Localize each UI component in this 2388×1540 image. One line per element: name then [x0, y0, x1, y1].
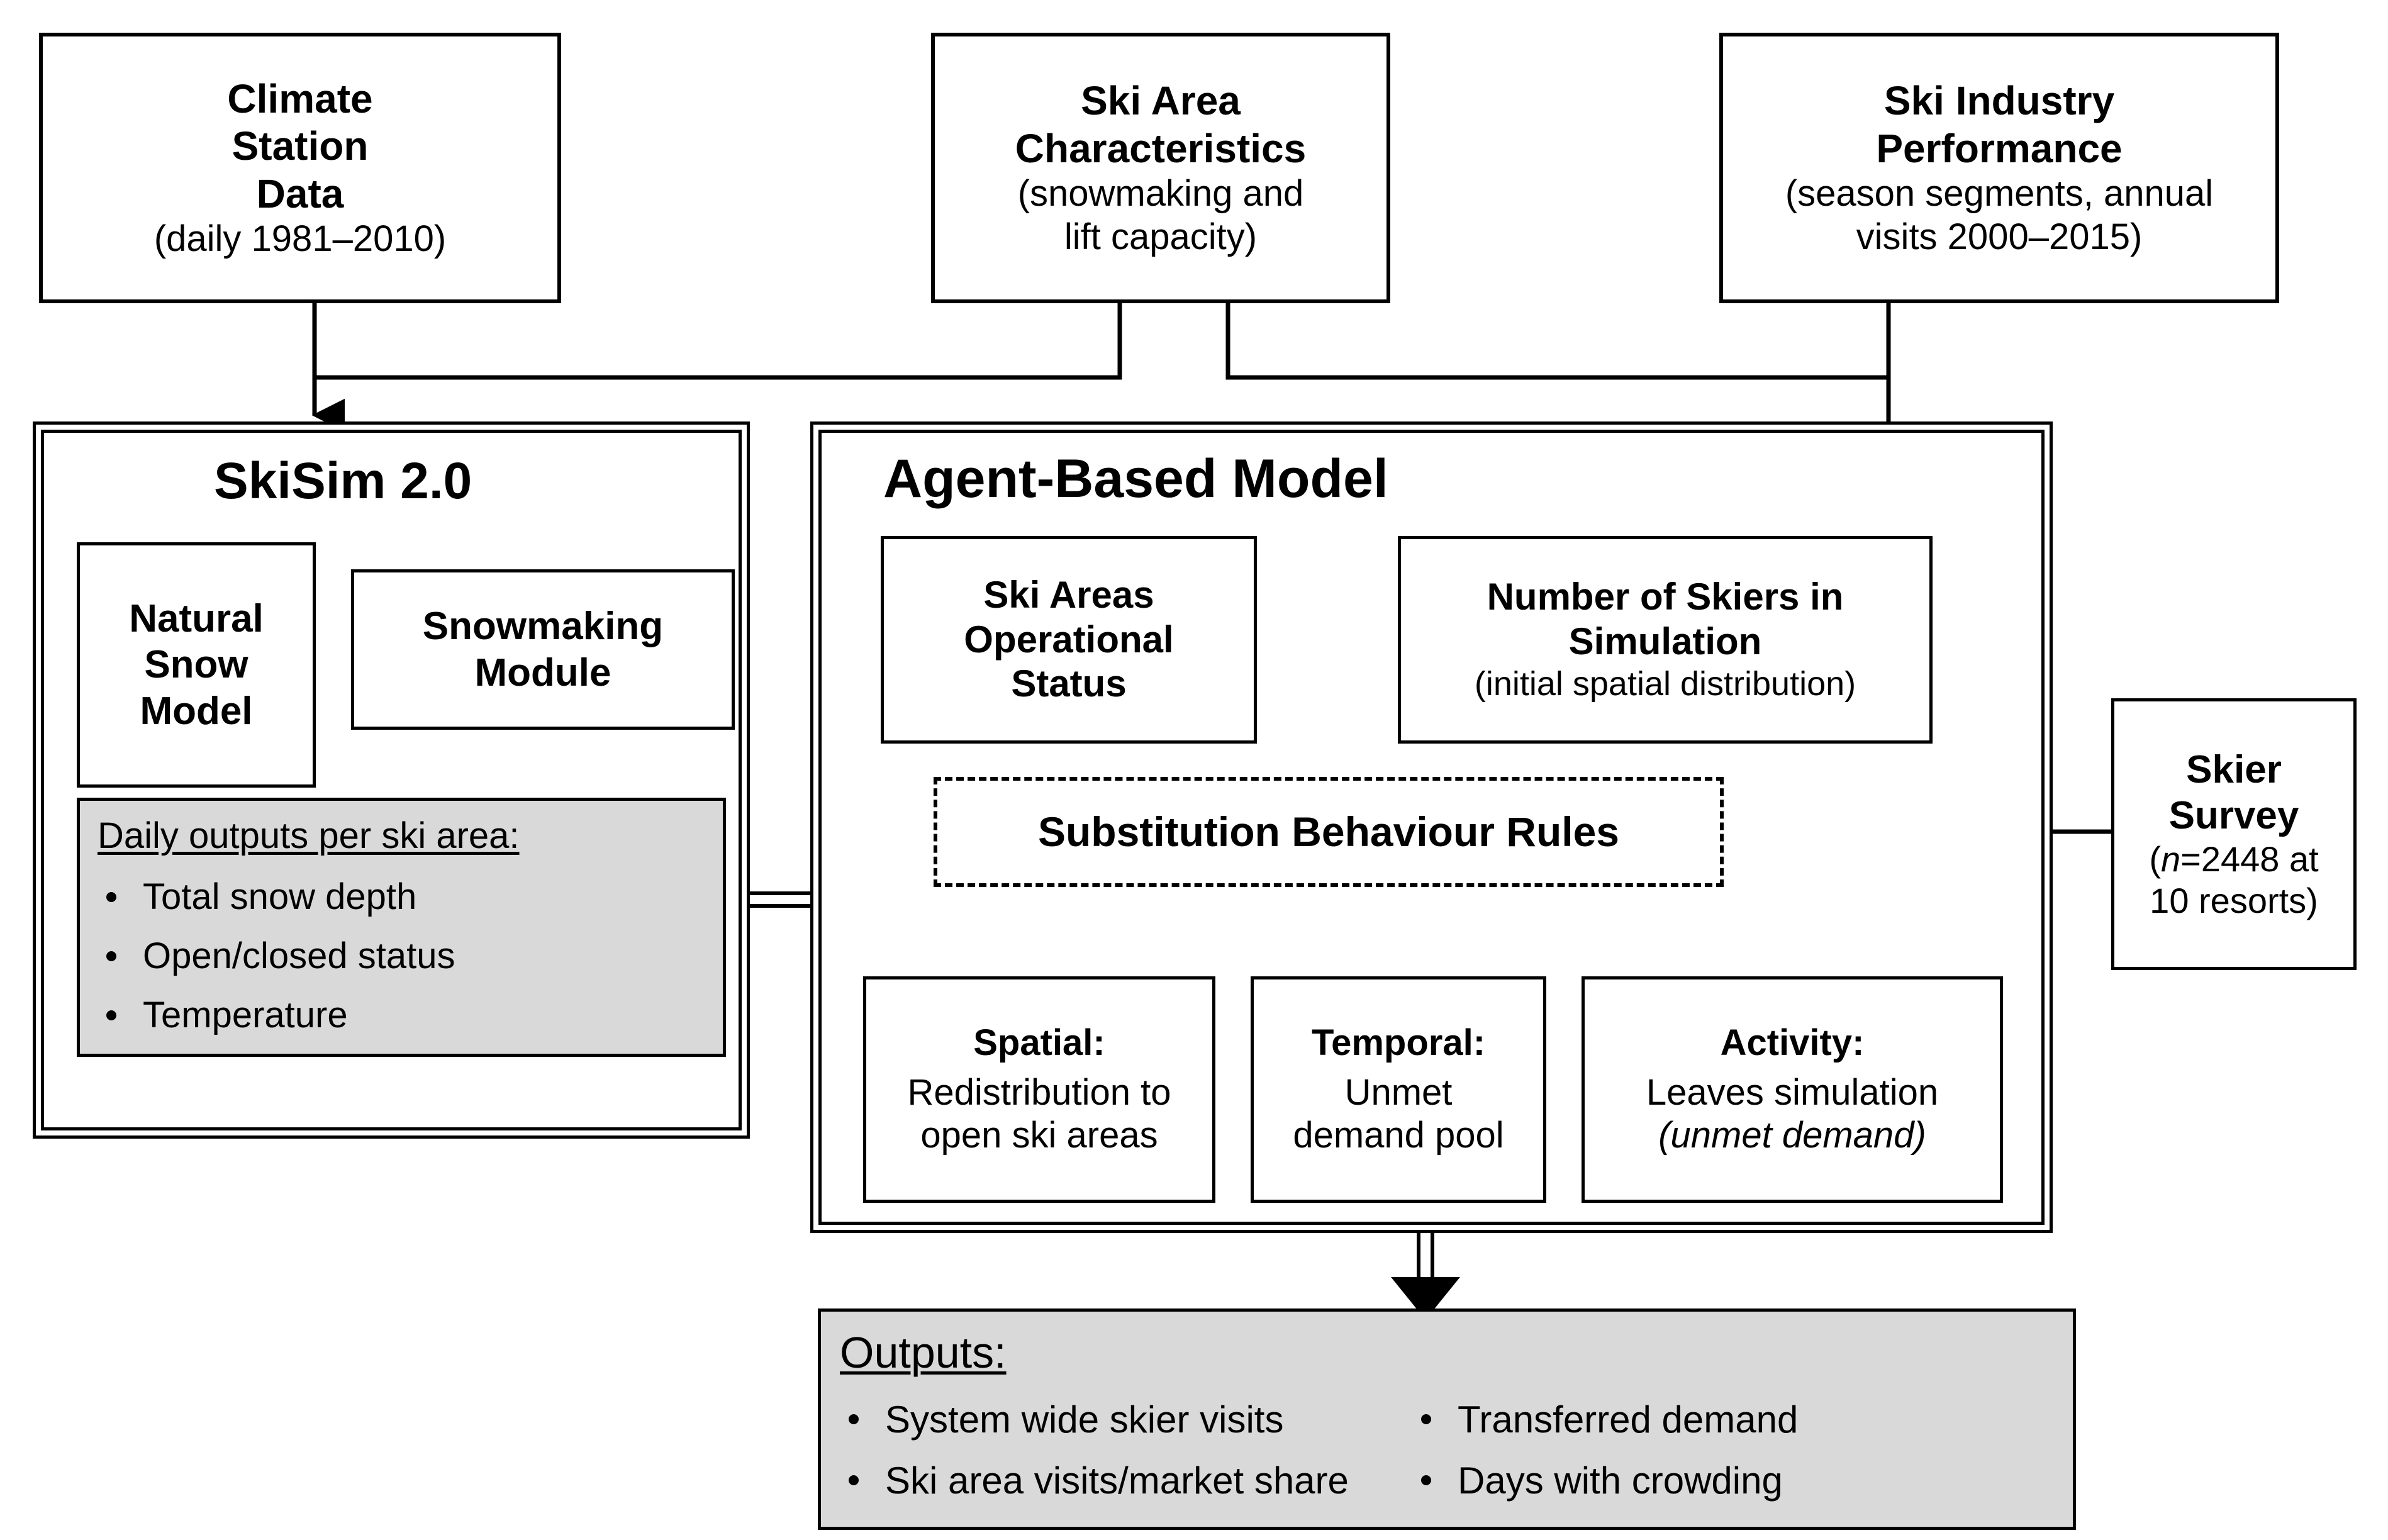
survey-subtitle-line1: (n=2448 at [2149, 839, 2318, 880]
temporal-body-line1: Unmet [1344, 1071, 1453, 1113]
spatial-body-line1: Redistribution to [907, 1071, 1171, 1113]
status-line2: Operational [964, 618, 1174, 661]
substitution-behaviour-rules-box[interactable]: Substitution Behaviour Rules [934, 777, 1724, 887]
outputs-box[interactable]: Outputs: System wide skier visits Ski ar… [818, 1308, 2076, 1530]
status-line1: Ski Areas [983, 573, 1154, 616]
survey-title-line2: Survey [2168, 793, 2299, 837]
wire-skiarea-to-abm [1225, 302, 1891, 428]
list-item: Total snow depth [98, 868, 455, 927]
status-line3: Status [1011, 662, 1127, 705]
survey-paren-open: ( [2149, 839, 2161, 879]
natural-snow-line1: Natural [129, 597, 264, 641]
natural-snow-model-box[interactable]: Natural Snow Model [77, 542, 316, 788]
activity-body-line1: Leaves simulation [1646, 1071, 1939, 1113]
ski-area-characteristics-box[interactable]: Ski Area Characteristics (snowmaking and… [931, 33, 1390, 303]
natural-snow-line3: Model [140, 689, 253, 733]
industry-subtitle-line1: (season segments, annual [1785, 173, 2214, 215]
outputs-columns: System wide skier visits Ski area visits… [840, 1389, 1798, 1511]
survey-n-value: =2448 at [2180, 839, 2319, 879]
industry-title-line1: Ski Industry [1883, 78, 2115, 124]
industry-subtitle-line2: visits 2000–2015) [1856, 216, 2143, 257]
ski-area-title-line1: Ski Area [1081, 78, 1241, 124]
list-item: Temperature [98, 986, 455, 1045]
skisim-panel-title: SkiSim 2.0 [214, 452, 472, 510]
survey-title-line1: Skier [2186, 747, 2282, 791]
rule-box-activity[interactable]: Activity: Leaves simulation (unmet deman… [1582, 976, 2003, 1203]
outputs-heading: Outputs: [840, 1328, 1007, 1377]
wire-skiarea-to-skisim [315, 302, 1122, 380]
list-item: Days with crowding [1412, 1450, 1798, 1511]
snowmaking-line2: Module [474, 650, 611, 695]
list-item: System wide skier visits [840, 1389, 1406, 1450]
ski-areas-operational-status-box[interactable]: Ski Areas Operational Status [881, 536, 1257, 744]
outputs-left-column: System wide skier visits Ski area visits… [840, 1389, 1406, 1511]
survey-subtitle-line2: 10 resorts) [2150, 881, 2318, 921]
skier-survey-box[interactable]: Skier Survey (n=2448 at 10 resorts) [2111, 698, 2357, 970]
climate-subtitle: (daily 1981–2010) [153, 218, 447, 260]
list-item: Open/closed status [98, 927, 455, 986]
spatial-body-line2: open ski areas [920, 1115, 1158, 1156]
industry-title-line2: Performance [1876, 125, 2123, 171]
ski-industry-performance-box[interactable]: Ski Industry Performance (season segment… [1719, 33, 2279, 303]
daily-outputs-heading: Daily outputs per ski area: [98, 815, 520, 856]
climate-title-line3: Data [256, 170, 344, 216]
abm-panel-title: Agent-Based Model [883, 449, 1388, 509]
rule-box-spatial[interactable]: Spatial: Redistribution to open ski area… [863, 976, 1215, 1203]
daily-outputs-list: Total snow depth Open/closed status Temp… [98, 868, 455, 1045]
survey-n-symbol: n [2160, 839, 2181, 879]
number-of-skiers-box[interactable]: Number of Skiers in Simulation (initial … [1398, 536, 1933, 744]
outputs-right-column: Transferred demand Days with crowding [1412, 1389, 1798, 1511]
activity-heading: Activity: [1720, 1022, 1865, 1064]
skiers-line2: Simulation [1568, 620, 1762, 663]
skiers-subtitle: (initial spatial distribution) [1474, 664, 1856, 703]
activity-body-italic: (unmet demand) [1658, 1115, 1926, 1156]
ski-area-title-line2: Characteristics [1015, 125, 1307, 171]
ski-area-subtitle-line2: lift capacity) [1064, 216, 1258, 257]
climate-title-line2: Station [232, 123, 369, 169]
snowmaking-module-box[interactable]: Snowmaking Module [351, 569, 735, 730]
rule-box-temporal[interactable]: Temporal: Unmet demand pool [1251, 976, 1546, 1203]
list-item: Ski area visits/market share [840, 1450, 1406, 1511]
temporal-body-line2: demand pool [1293, 1115, 1504, 1156]
climate-station-data-box[interactable]: Climate Station Data (daily 1981–2010) [39, 33, 561, 303]
list-item: Transferred demand [1412, 1389, 1798, 1450]
natural-snow-line2: Snow [144, 643, 248, 687]
skiers-line1: Number of Skiers in [1487, 576, 1844, 618]
spatial-heading: Spatial: [973, 1022, 1105, 1064]
substitution-label: Substitution Behaviour Rules [1037, 808, 1620, 855]
snowmaking-line1: Snowmaking [422, 605, 664, 649]
daily-outputs-box[interactable]: Daily outputs per ski area: Total snow d… [77, 798, 726, 1057]
climate-title-line1: Climate [227, 75, 373, 121]
temporal-heading: Temporal: [1311, 1022, 1486, 1064]
ski-area-subtitle-line1: (snowmaking and [1017, 173, 1304, 215]
